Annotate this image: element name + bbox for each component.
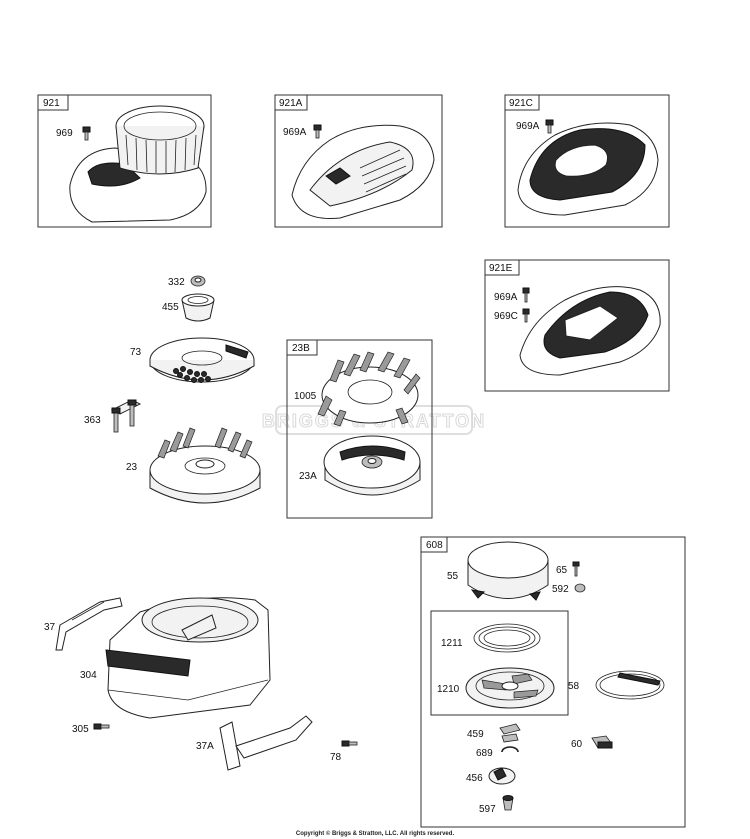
group-921A[interactable]: 921A 969A <box>274 94 443 228</box>
clip-689 <box>501 746 519 753</box>
blower-housing-cover-921 <box>69 105 207 223</box>
screw-969A-e <box>522 287 530 303</box>
part-55-label[interactable]: 55 <box>447 571 459 582</box>
part-969C-label[interactable]: 969C <box>494 311 518 322</box>
blower-housing-cover-921A <box>291 124 435 220</box>
part-65-label[interactable]: 65 <box>556 565 568 576</box>
part-597-label[interactable]: 597 <box>479 804 496 815</box>
flywheel-23A <box>323 435 421 496</box>
part-23-label[interactable]: 23 <box>126 462 138 473</box>
part-969A-label-e[interactable]: 969A <box>494 292 518 303</box>
group-921C-tag: 921C <box>509 98 533 109</box>
part-37-label[interactable]: 37 <box>44 622 56 633</box>
part-1210-label[interactable]: 1210 <box>437 684 460 695</box>
nut-592 <box>574 583 586 593</box>
part-304-label[interactable]: 304 <box>80 670 97 681</box>
ratchet-456 <box>488 767 516 785</box>
copyright-text: Copyright © Briggs & Stratton, LLC. All … <box>296 830 455 837</box>
part-78-label[interactable]: 78 <box>330 752 342 763</box>
part-363-label[interactable]: 363 <box>84 415 101 426</box>
pulley-1210 <box>465 667 555 709</box>
pawl-459 <box>499 723 521 743</box>
part-37A-label[interactable]: 37A <box>196 741 214 752</box>
screw-969A-a <box>313 124 322 139</box>
part-459-label[interactable]: 459 <box>467 729 484 740</box>
screw-597 <box>502 795 514 811</box>
flywheel-23 <box>149 427 261 504</box>
bracket-363 <box>110 399 142 433</box>
blower-housing-304 <box>105 597 271 719</box>
part-455-label[interactable]: 455 <box>162 302 179 313</box>
cup-455 <box>181 293 215 322</box>
blower-housing-cover-921E <box>519 286 661 376</box>
handle-60 <box>591 735 613 749</box>
group-608-tag: 608 <box>426 540 443 551</box>
group-23B-tag: 23B <box>292 343 310 354</box>
screen-73 <box>149 337 255 383</box>
part-73-label[interactable]: 73 <box>130 347 142 358</box>
spring-1211 <box>473 623 541 653</box>
group-921-tag: 921 <box>43 98 60 109</box>
part-592-label[interactable]: 592 <box>552 584 569 595</box>
deflector-37A <box>219 715 313 771</box>
part-1211-label[interactable]: 1211 <box>441 638 463 649</box>
part-23A-label[interactable]: 23A <box>299 471 317 482</box>
group-921E[interactable]: 921E 969A 969C <box>484 259 670 392</box>
parts-flywheel-stack: 332 455 73 363 <box>84 275 261 504</box>
screw-969A-c <box>545 119 554 134</box>
part-332-label[interactable]: 332 <box>168 277 185 288</box>
part-456-label[interactable]: 456 <box>466 773 483 784</box>
part-60-label[interactable]: 60 <box>571 739 583 750</box>
starter-housing-55 <box>467 541 549 601</box>
group-921A-tag: 921A <box>279 98 303 109</box>
group-23B[interactable]: 23B 1005 23A <box>286 339 433 519</box>
nut-332 <box>190 275 206 287</box>
parts-blower-housing: 37 304 305 37A 78 <box>44 597 358 771</box>
fan-1005 <box>317 351 421 427</box>
part-969A-label-a[interactable]: 969A <box>283 127 307 138</box>
blower-housing-cover-921C <box>517 122 659 216</box>
part-969A-label-c[interactable]: 969A <box>516 121 540 132</box>
group-921C[interactable]: 921C 969A <box>504 94 670 228</box>
part-58-label[interactable]: 58 <box>568 681 580 692</box>
screw-78 <box>341 740 358 747</box>
deflector-37 <box>55 597 123 651</box>
screw-305 <box>93 723 110 730</box>
screw-65 <box>572 561 580 577</box>
part-969-label[interactable]: 969 <box>56 128 73 139</box>
part-305-label[interactable]: 305 <box>72 724 89 735</box>
screw-969 <box>82 126 91 141</box>
group-921E-tag: 921E <box>489 263 513 274</box>
group-921[interactable]: 921 969 <box>37 94 212 228</box>
part-1005-label[interactable]: 1005 <box>294 391 317 402</box>
rope-58 <box>595 670 665 700</box>
screw-969C <box>522 308 530 323</box>
group-608[interactable]: 608 55 65 592 1211 1210 58 <box>420 536 686 828</box>
part-689-label[interactable]: 689 <box>476 748 493 759</box>
